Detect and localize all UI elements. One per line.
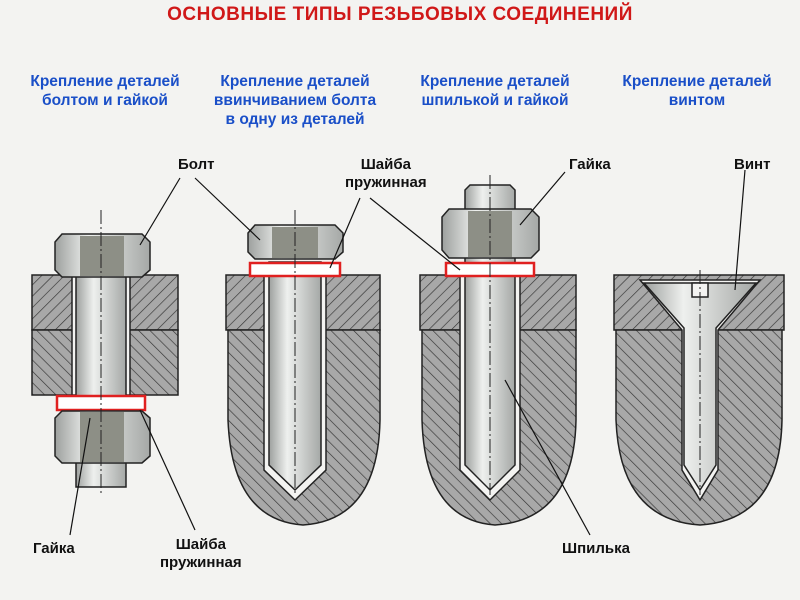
leader-line xyxy=(69,417,91,536)
page-title: ОСНОВНЫЕ ТИПЫ РЕЗЬБОВЫХ СОЕДИНЕНИЙ xyxy=(167,4,633,25)
bolt-head-face xyxy=(80,236,124,276)
screw-assembly xyxy=(613,270,785,526)
label-line: Шайба xyxy=(360,156,411,173)
leader-line xyxy=(504,379,591,536)
label-line: пружинная xyxy=(345,174,427,191)
caption-screwed-bolt: Крепление деталей ввинчиванием болта в о… xyxy=(200,72,390,129)
label-nut-bottom: Гайка xyxy=(33,540,75,557)
stud-nut-assembly xyxy=(419,175,577,526)
caption-line: Крепление деталей xyxy=(30,73,180,90)
leader-lines xyxy=(69,169,746,536)
label-spring-washer-bottom: Шайба пружинная xyxy=(160,536,242,572)
leader-line xyxy=(734,169,746,291)
caption-line: ввинчиванием болта xyxy=(213,92,377,109)
caption-bolt-nut: Крепление деталей болтом и гайкой xyxy=(10,72,200,110)
leader-line xyxy=(139,409,196,531)
caption-line: Крепление деталей xyxy=(622,73,772,90)
label-nut-top: Гайка xyxy=(569,156,611,173)
label-line: Шайба xyxy=(175,536,226,553)
caption-line: Крепление деталей xyxy=(220,73,370,90)
leader-line xyxy=(329,197,361,269)
caption-line: в одну из деталей xyxy=(225,111,365,128)
leader-line xyxy=(139,177,181,246)
label-stud: Шпилька xyxy=(562,540,630,557)
caption-line: шпилькой и гайкой xyxy=(421,92,569,109)
leader-line xyxy=(519,171,566,226)
caption-line: винтом xyxy=(668,92,726,109)
label-line: пружинная xyxy=(160,554,242,571)
label-bolt: Болт xyxy=(178,156,215,173)
leader-line xyxy=(369,197,461,271)
label-screw: Винт xyxy=(734,156,771,173)
caption-line: Крепление деталей xyxy=(420,73,570,90)
label-spring-washer-top: Шайба пружинная xyxy=(345,156,427,192)
leader-line xyxy=(194,177,261,241)
caption-line: болтом и гайкой xyxy=(42,92,168,109)
screwed-bolt-assembly xyxy=(225,210,381,526)
caption-screw: Крепление деталей винтом xyxy=(602,72,792,110)
bolt-nut-assembly xyxy=(31,210,179,495)
caption-stud-nut: Крепление деталей шпилькой и гайкой xyxy=(400,72,590,110)
